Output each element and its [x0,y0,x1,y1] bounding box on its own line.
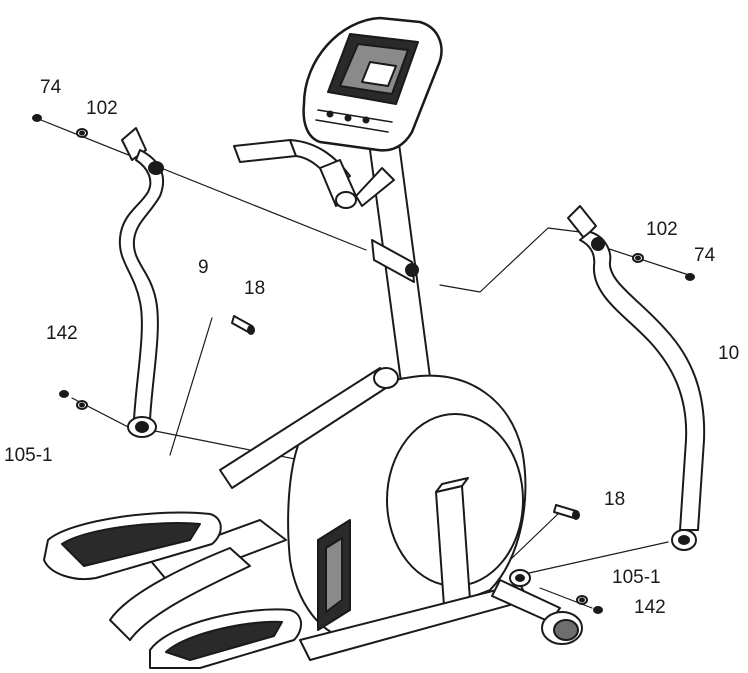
flywheel-shroud [287,374,527,641]
axle-18-upper [231,315,255,335]
left-handlebar-arm-9 [118,127,165,438]
callout-102-right: 102 [646,219,678,240]
console-head [302,16,443,152]
callout-105-1-right: 105-1 [612,567,661,588]
callout-10: 10 [718,343,740,364]
callout-102-left: 102 [86,98,118,119]
washer-102-left [76,128,88,138]
leader-lines [35,117,693,609]
callout-142-right: 142 [634,597,666,618]
washer-102-right [632,253,644,263]
washer-105-1-right [576,595,588,605]
callout-142-left: 142 [46,323,78,344]
right-handlebar-arm-10 [567,205,706,551]
callout-74-left: 74 [40,77,62,98]
rear-base-rail [299,569,583,661]
callout-74-right: 74 [694,245,716,266]
fixed-handlebar [233,139,395,209]
callout-18-lower: 18 [604,489,626,510]
callout-9: 9 [198,257,209,278]
bolt-74-left [32,114,42,122]
bolt-74-right [685,273,695,281]
left-foot-pedal [43,511,222,580]
right-foot-pedal [149,608,302,669]
washer-105-1-left [76,400,88,410]
bolt-142-right [593,606,603,614]
axle-18-lower [553,504,580,520]
callout-105-1-left: 105-1 [4,445,53,466]
callout-18-upper: 18 [244,278,266,299]
bolt-142-left [59,390,69,398]
pedal-link-arms [109,367,399,641]
